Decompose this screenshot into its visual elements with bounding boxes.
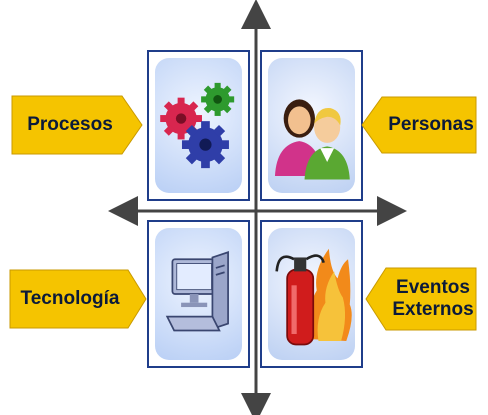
tile-tecnologia — [147, 220, 250, 368]
tag-personas — [361, 96, 477, 154]
tag-procesos — [11, 95, 143, 155]
gears-icon — [160, 82, 235, 169]
label-tecnologia: Tecnología — [20, 288, 120, 309]
fire-extinguisher-icon — [275, 248, 352, 346]
tile-procesos — [147, 50, 250, 201]
label-eventos-externos: Eventos Externos — [392, 277, 474, 320]
tag-eventos-externos — [365, 267, 477, 331]
tile-personas — [260, 50, 363, 201]
label-procesos: Procesos — [27, 114, 113, 135]
label-personas: Personas — [388, 114, 474, 135]
people-icon — [274, 99, 350, 180]
tile-eventos-externos — [260, 220, 363, 368]
tag-tecnologia — [9, 269, 147, 329]
computer-icon — [165, 251, 229, 332]
